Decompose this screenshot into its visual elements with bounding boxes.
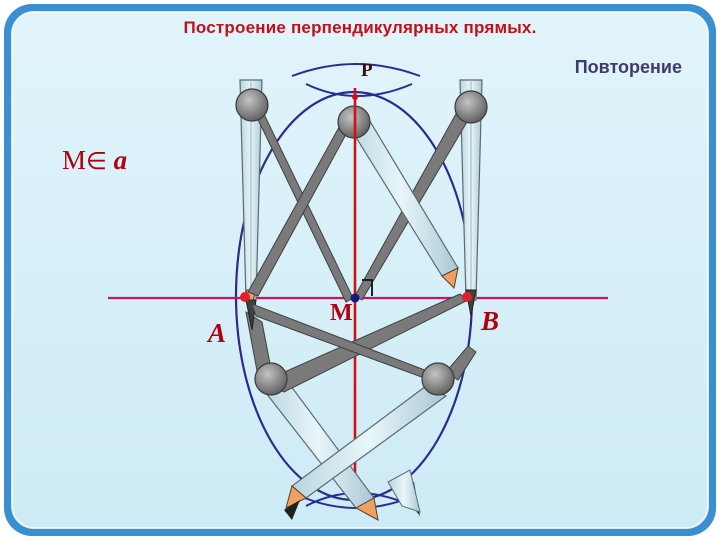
pencil-tip xyxy=(354,497,379,521)
label-b: B xyxy=(481,306,500,336)
condition-point: M xyxy=(62,145,87,175)
point-a xyxy=(240,292,250,302)
slide-title: Построение перпендикулярных прямых. xyxy=(183,18,537,37)
arc-top-left xyxy=(291,63,421,77)
frame-background xyxy=(12,12,708,528)
compass-icon xyxy=(245,293,469,509)
label-a: A xyxy=(208,318,227,348)
compass-icon xyxy=(251,303,477,520)
point-b xyxy=(462,292,472,302)
element-of-symbol: ∈ xyxy=(86,149,107,175)
condition-line: a xyxy=(113,145,128,175)
slide-subtitle: Повторение xyxy=(574,57,682,77)
label-p: P xyxy=(361,60,373,81)
point-m xyxy=(350,293,360,303)
condition-formula: M∈ a xyxy=(62,145,127,176)
right-angle-mark xyxy=(362,279,373,296)
point-p xyxy=(352,94,358,100)
label-m: M xyxy=(330,300,353,326)
